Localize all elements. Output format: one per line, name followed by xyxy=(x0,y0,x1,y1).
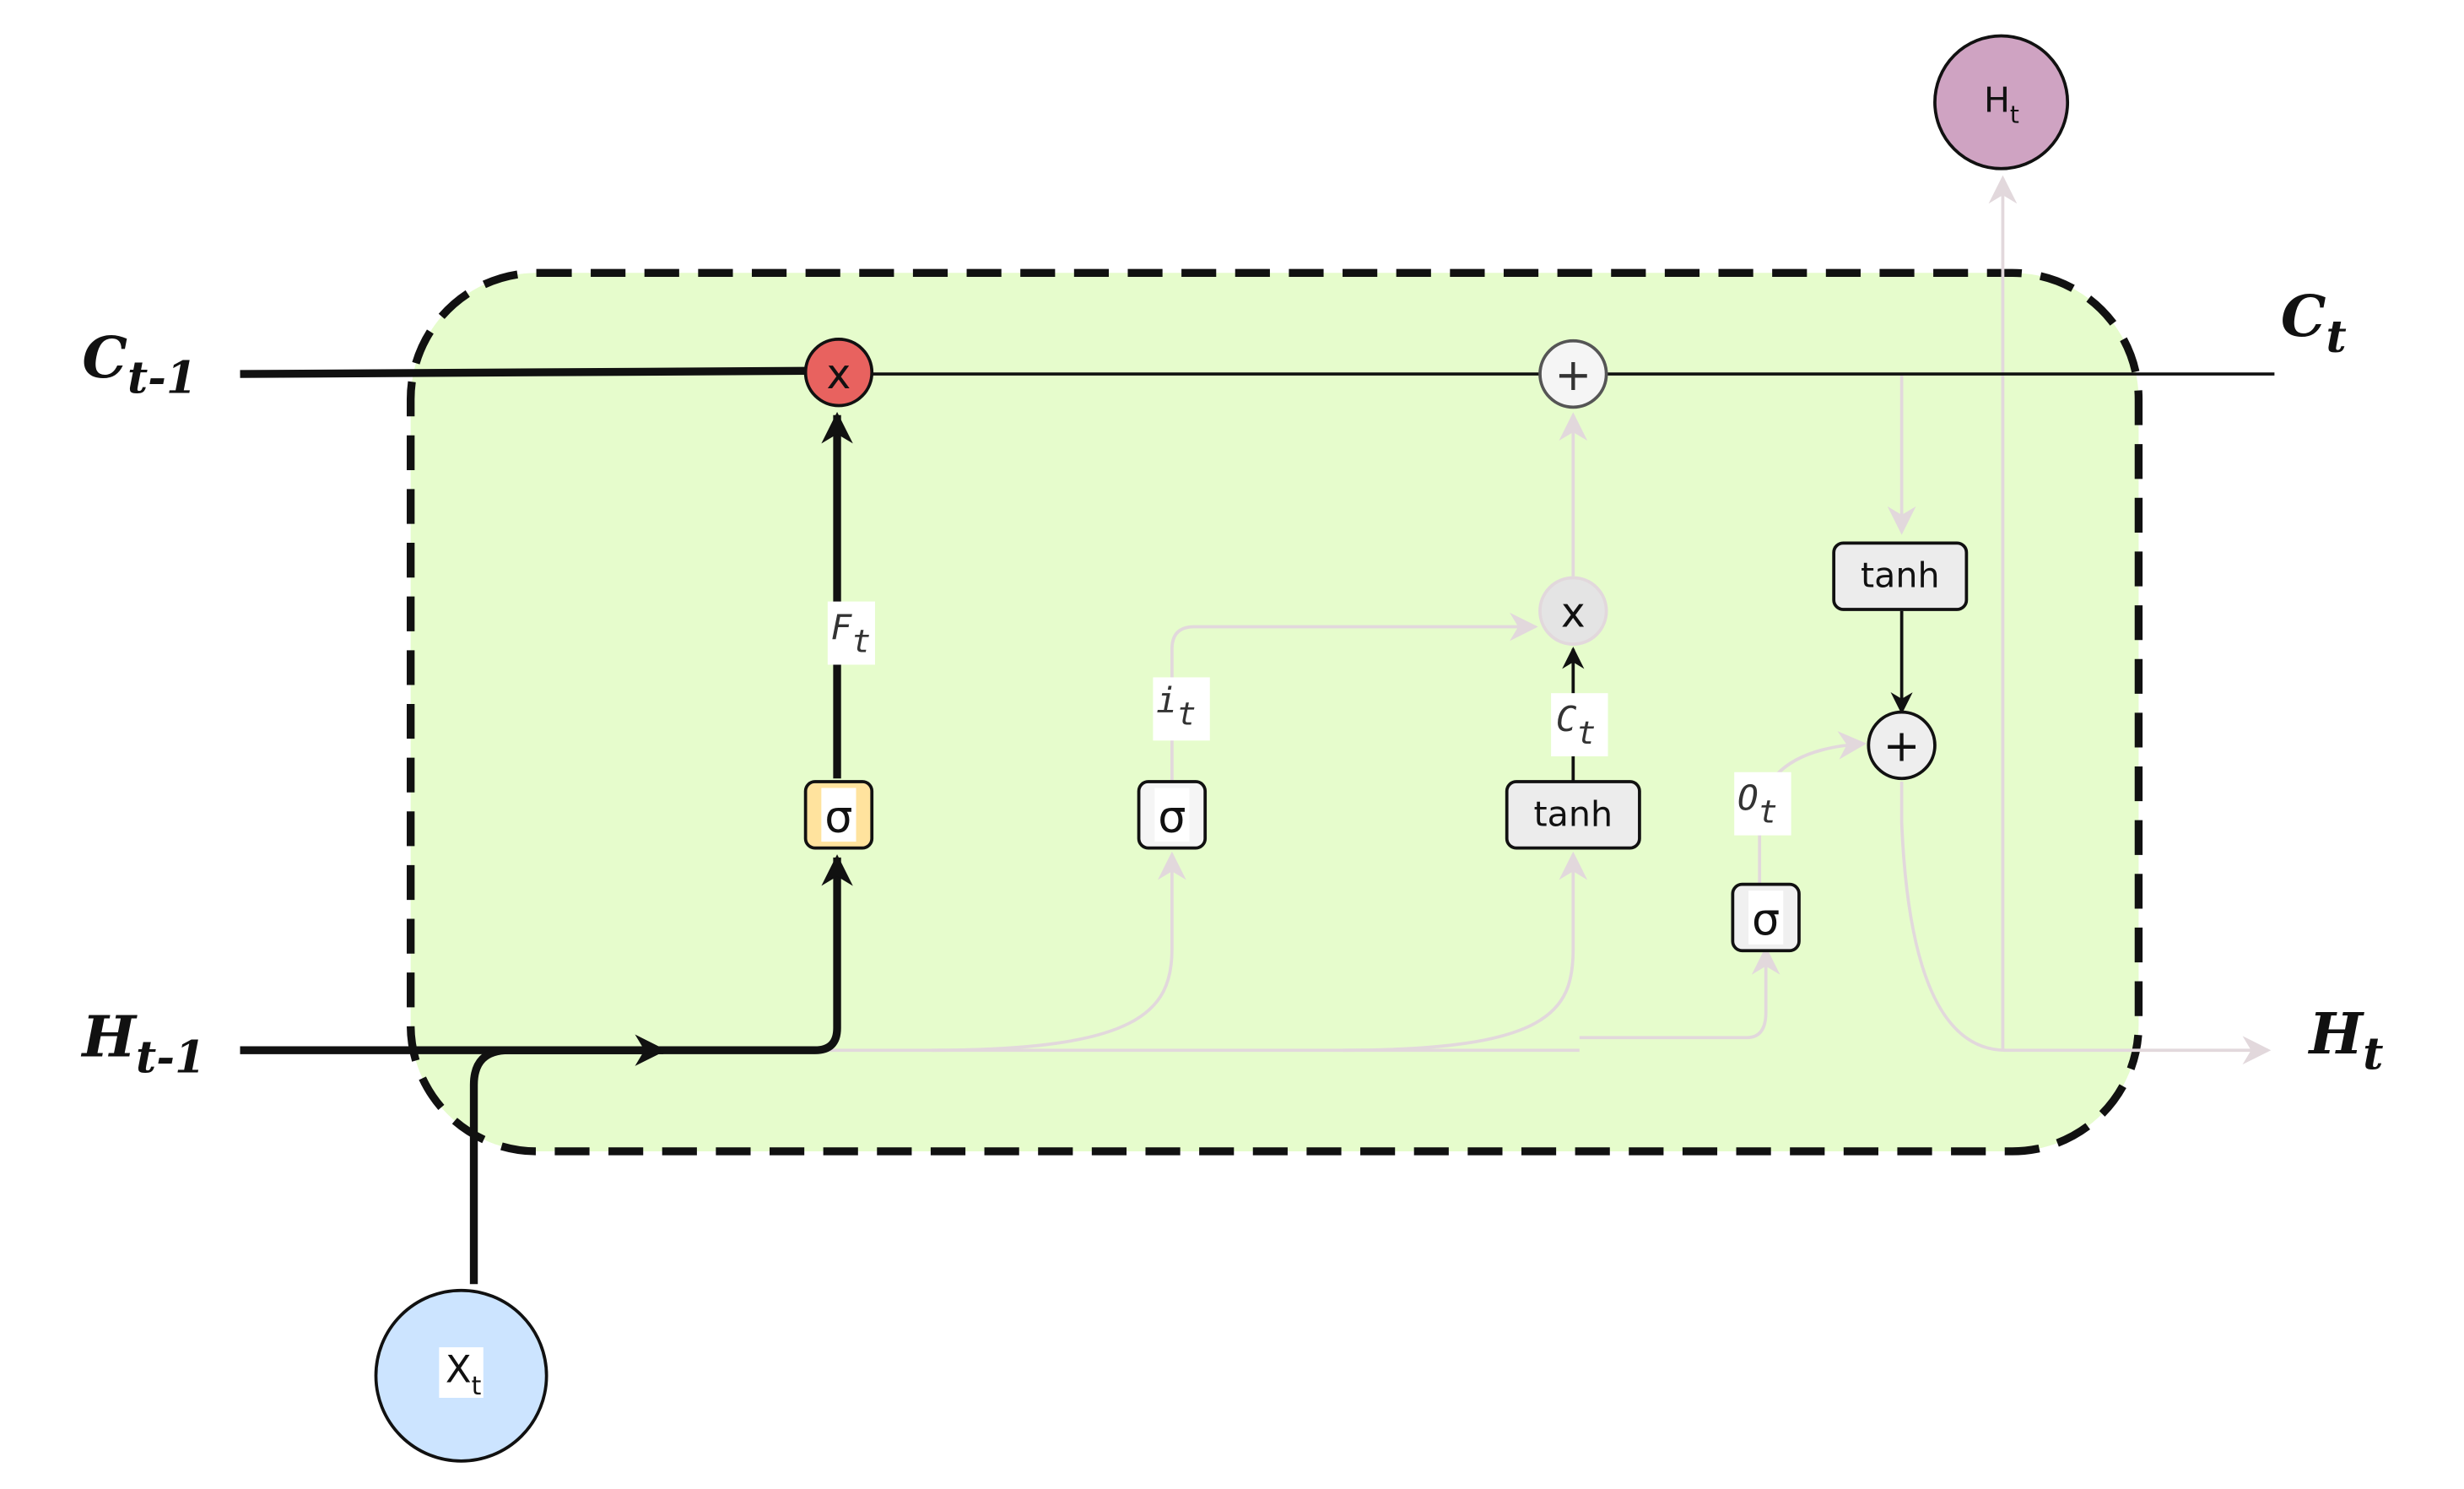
svg-text:tanh: tanh xyxy=(1534,793,1613,834)
lstm-cell-boundary xyxy=(406,268,2143,1156)
input-multiply-node: x xyxy=(1538,576,1608,647)
forget-multiply-node: x xyxy=(803,338,874,408)
svg-text:Xt: Xt xyxy=(446,1346,482,1401)
cell-state-output-label: Ct xyxy=(2281,283,2347,363)
input-sigma-gate: σ xyxy=(1137,780,1208,850)
output-sigma-gate: σ xyxy=(1731,882,1801,953)
output-h-node: Ht xyxy=(1933,34,2070,171)
output-add-node: + xyxy=(1867,710,1937,781)
input-gate-label: it xyxy=(1156,680,1196,733)
candidate-label: Ct xyxy=(1556,699,1596,751)
forget-gate-label: Ft xyxy=(831,608,871,660)
output-gate-label: Ot xyxy=(1737,778,1777,831)
svg-text:+: + xyxy=(1883,721,1921,772)
hidden-state-output-label: Ht xyxy=(2308,1000,2384,1080)
faded-connections xyxy=(663,175,2272,1065)
svg-text:σ: σ xyxy=(1752,895,1780,946)
svg-text:+: + xyxy=(1554,349,1591,401)
svg-text:σ: σ xyxy=(1158,792,1186,843)
prev-cell-state-label: Ct-1 xyxy=(82,324,197,404)
svg-text:tanh: tanh xyxy=(1861,555,1940,596)
svg-text:σ: σ xyxy=(824,792,852,843)
svg-text:Ht: Ht xyxy=(1984,79,2019,128)
forget-sigma-gate: σ xyxy=(803,780,874,850)
forget-path xyxy=(240,411,853,1285)
cell-state-line-in xyxy=(240,366,809,378)
svg-text:x: x xyxy=(827,351,851,398)
input-x-node: Xt xyxy=(374,1288,548,1463)
svg-text:x: x xyxy=(1561,590,1586,637)
output-tanh-box: tanh xyxy=(1832,541,1969,611)
cell-add-node: + xyxy=(1538,338,1608,409)
candidate-tanh-box: tanh xyxy=(1505,780,1641,850)
prev-hidden-state-label: Ht-1 xyxy=(80,1004,205,1084)
